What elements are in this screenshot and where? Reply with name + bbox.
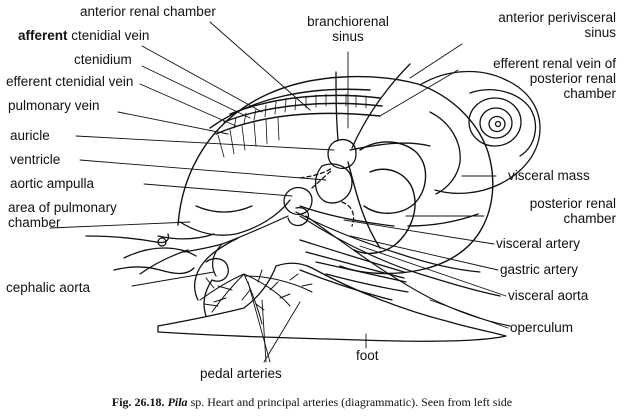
label-afferent-ctenidial-vein: afferent ctenidial vein	[18, 28, 149, 43]
label-aortic-ampulla: aortic ampulla	[10, 176, 95, 191]
label-posterior-renal-line2: chamber	[563, 211, 616, 226]
label-branchiorenal-sinus-line2: sinus	[332, 29, 364, 44]
label-branchiorenal-sinus: branchiorenal sinus	[298, 14, 398, 44]
shell-spire-drawing	[419, 70, 541, 195]
heart-drawing	[283, 63, 431, 227]
label-efferent-renal-vein: efferent renal vein of posterior renal c…	[440, 56, 616, 101]
label-pedal-arteries: pedal arteries	[200, 366, 282, 381]
label-anterior-perivisceral-line2: sinus	[584, 25, 616, 40]
arteries-drawing	[139, 205, 511, 327]
label-foot: foot	[356, 348, 379, 363]
leader-lines	[49, 21, 509, 363]
label-area-of-pulmonary-line1: area of pulmonary	[8, 200, 117, 215]
label-branchiorenal-sinus-line1: branchiorenal	[307, 14, 389, 29]
label-visceral-artery: visceral artery	[496, 236, 581, 251]
pedal-arteries-drawing	[199, 269, 313, 325]
label-gastric-artery: gastric artery	[500, 262, 579, 277]
label-afferent-word: afferent	[18, 28, 68, 43]
label-operculum: operculum	[510, 320, 574, 335]
label-area-of-pulmonary-line2: chamber	[8, 215, 61, 230]
label-efferent-renal-vein-line1: efferent renal vein of	[493, 56, 616, 71]
caption-fig-number: Fig. 26.18.	[111, 395, 165, 409]
figure-caption: Fig. 26.18. Pila sp. Heart and principal…	[0, 395, 624, 410]
label-afferent-rest: ctenidial vein	[71, 28, 150, 43]
caption-text: sp. Heart and principal arteries (diagra…	[190, 395, 513, 409]
label-visceral-mass: visceral mass	[508, 168, 590, 183]
label-cephalic-aorta: cephalic aorta	[6, 280, 91, 295]
label-visceral-aorta: visceral aorta	[508, 288, 589, 303]
label-anterior-perivisceral-sinus: anterior perivisceral sinus	[440, 10, 616, 40]
pulmonary-chamber-drawing	[157, 199, 291, 240]
ctenidium-filaments	[217, 93, 367, 158]
label-efferent-renal-vein-line3: chamber	[563, 86, 616, 101]
label-pulmonary-vein: pulmonary vein	[8, 98, 100, 113]
label-area-of-pulmonary-chamber: area of pulmonary chamber	[8, 200, 117, 230]
label-auricle: auricle	[10, 128, 50, 143]
foot-drawing	[157, 239, 507, 342]
label-anterior-renal-chamber: anterior renal chamber	[80, 4, 216, 19]
label-posterior-renal-chamber: posterior renal chamber	[470, 196, 616, 226]
label-ctenidium: ctenidium	[74, 52, 132, 67]
caption-genus: Pila	[167, 395, 188, 409]
label-efferent-ctenidial-vein: efferent ctenidial vein	[6, 74, 134, 89]
label-posterior-renal-line1: posterior renal	[529, 196, 616, 211]
label-anterior-perivisceral-line1: anterior perivisceral	[498, 10, 616, 25]
label-ventricle: ventricle	[10, 152, 61, 167]
label-efferent-renal-vein-line2: posterior renal	[529, 71, 616, 86]
